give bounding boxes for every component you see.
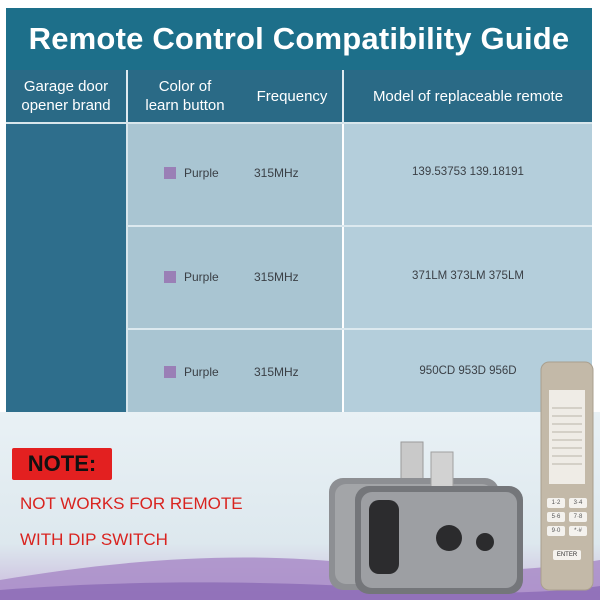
row-model-cell: 371LM 373LM 375LM [344,227,592,328]
keypad-remote: 1·2 3·4 5·6 7·8 9·0 *·# ENTER [539,360,595,592]
note-line-2: WITH DIP SWITCH [20,530,168,549]
row-frequency: 315MHz [254,365,299,379]
keypad-key[interactable]: 5·6 [547,512,565,522]
header-brand-line-2: opener brand [21,97,111,114]
row-color-freq-cell: Purple 315MHz [128,330,342,412]
row-model: 950CD 953D 956D [419,365,517,377]
header-color-line-1: Color of [158,78,212,95]
note-label: NOTE: [12,448,112,480]
row-divider [128,328,592,330]
purple-swatch-icon [164,167,176,179]
keypad-key[interactable]: 9·0 [547,526,565,536]
table-row: Purple 315MHz 139.53753 139.18191 [128,124,592,225]
header-frequency: Frequency [242,70,342,122]
row-model: 371LM 373LM 375LM [412,270,524,282]
row-color-freq-cell: Purple 315MHz [128,227,342,328]
column-divider [126,122,128,412]
row-frequency: 315MHz [254,270,299,284]
row-color-freq-cell: Purple 315MHz [128,124,342,225]
header-color-line-2: learn button [145,97,225,114]
row-model: 139.53753 139.18191 [412,166,524,178]
keypad-key[interactable]: 3·4 [569,498,587,508]
header-color: Color of learn button [128,70,242,122]
purple-swatch-icon [164,366,176,378]
row-color: Purple [184,365,219,379]
keypad-key[interactable]: 7·8 [569,512,587,522]
visor-remote-illustration [329,441,523,594]
keypad-key[interactable]: *·# [569,526,587,536]
row-color: Purple [184,166,219,180]
keypad-grid: 1·2 3·4 5·6 7·8 9·0 *·# [547,498,587,536]
brand-cell [6,124,126,412]
enter-key[interactable]: ENTER [553,550,581,560]
row-color: Purple [184,270,219,284]
compatibility-table: Garage door opener brand Color of learn … [6,70,592,412]
row-model-cell: 139.53753 139.18191 [344,124,592,225]
header-brand-line-1: Garage door [23,78,109,95]
row-frequency: 315MHz [254,166,299,180]
note-line-1: NOT WORKS FOR REMOTE [20,494,243,513]
keypad-key[interactable]: 1·2 [547,498,565,508]
header-model: Model of replaceable remote [344,70,592,122]
header-divider [126,70,128,122]
page-title: Remote Control Compatibility Guide [6,8,592,70]
purple-swatch-icon [164,271,176,283]
table-row: Purple 315MHz 950CD 953D 956D [128,330,592,412]
row-divider [128,225,592,227]
header-bottom-rule [6,122,592,124]
table-row: Purple 315MHz 371LM 373LM 375LM [128,227,592,328]
header-brand: Garage door opener brand [6,70,126,122]
header-divider [342,70,344,122]
